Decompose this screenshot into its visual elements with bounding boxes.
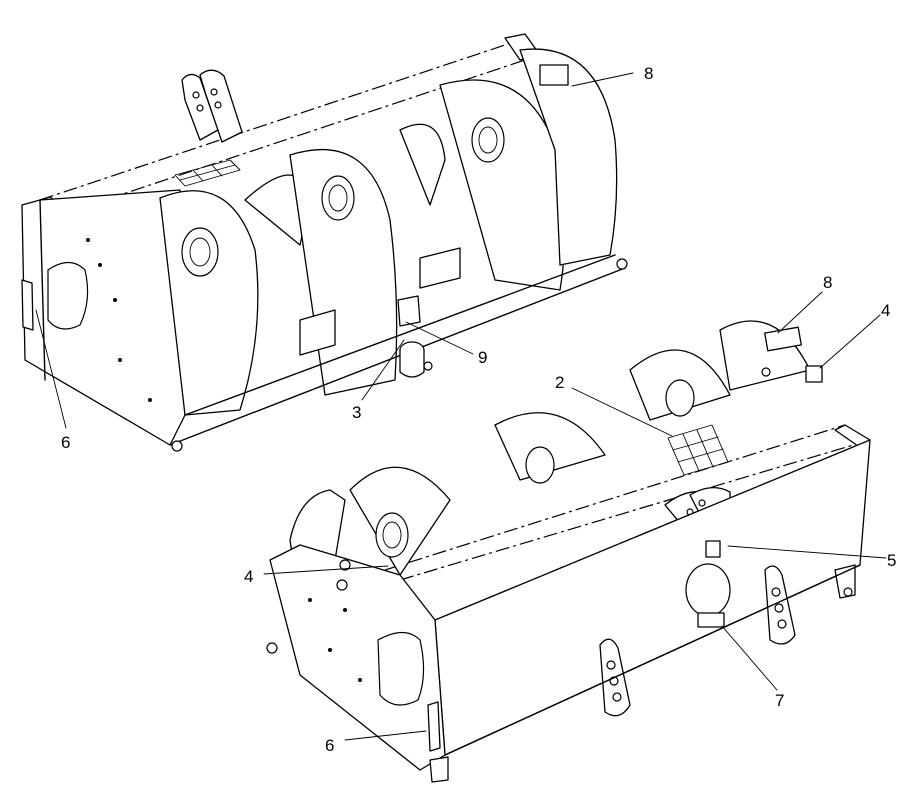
callout-7: 7 xyxy=(775,691,784,710)
swivel-fitting xyxy=(399,341,433,378)
callout-labels: 8 9 3 6 8 4 2 4 5 7 6 xyxy=(61,64,896,755)
callout-6-lower: 6 xyxy=(325,736,334,755)
callout-4-left: 4 xyxy=(244,567,253,586)
callout-4-right: 4 xyxy=(881,301,890,320)
callout-6-upper: 6 xyxy=(61,433,70,452)
callout-8-lower: 8 xyxy=(823,273,832,292)
upper-drums xyxy=(159,48,618,416)
upper-lifting-bracket xyxy=(181,69,243,143)
upper-grid-decal xyxy=(174,159,241,187)
leader-lines xyxy=(35,72,887,741)
callout-2: 2 xyxy=(555,373,564,392)
lower-frame-assembly xyxy=(266,320,871,783)
callout-5: 5 xyxy=(887,551,896,570)
upper-frame-assembly xyxy=(21,33,628,452)
lower-grid-decal xyxy=(667,424,729,476)
callout-9: 9 xyxy=(478,348,487,367)
callout-3: 3 xyxy=(352,403,361,422)
callout-8-upper: 8 xyxy=(644,64,653,83)
